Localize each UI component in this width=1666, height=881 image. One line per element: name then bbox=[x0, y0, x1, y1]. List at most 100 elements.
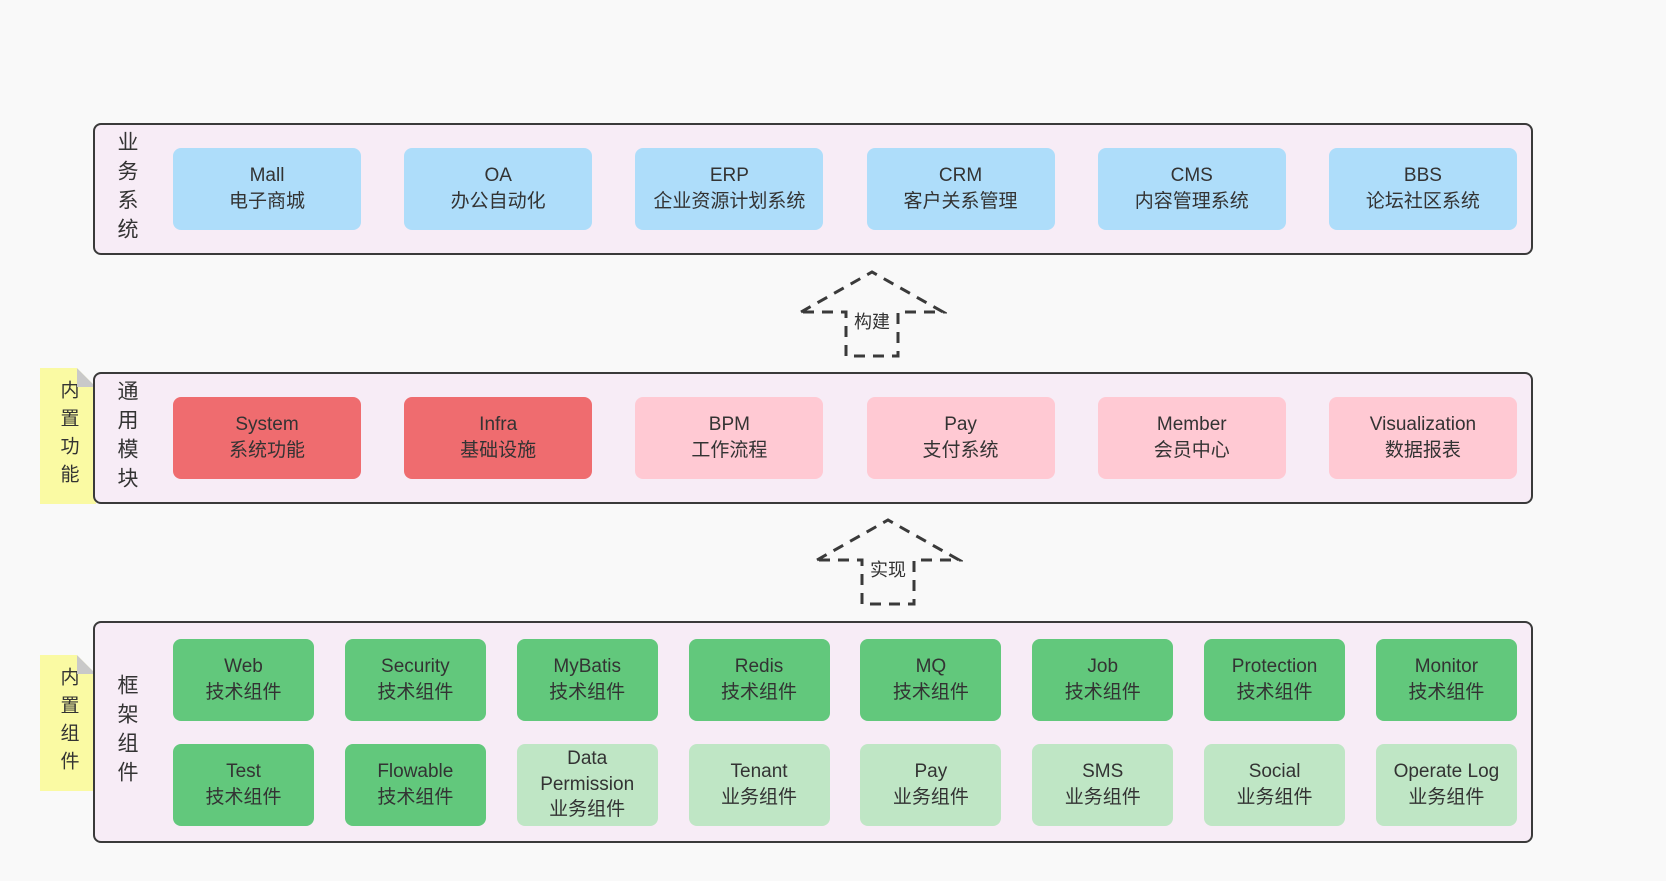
box-protection: Protection 技术组件 bbox=[1204, 638, 1346, 721]
box-oa: OA 办公自动化 bbox=[404, 148, 593, 230]
box-name: MyBatis bbox=[553, 655, 621, 677]
box-desc: 系统功能 bbox=[228, 440, 305, 461]
box-cms: CMS 内容管理系统 bbox=[1097, 148, 1286, 230]
box-bbs: BBS 论坛社区系统 bbox=[1328, 148, 1517, 230]
box-name: Flowable bbox=[377, 760, 454, 782]
sticky-note-label: 内置组件 bbox=[57, 667, 79, 779]
box-desc: 技术组件 bbox=[1064, 681, 1141, 703]
arrow-build-shape bbox=[797, 270, 947, 358]
box-desc: 业务组件 bbox=[892, 786, 969, 808]
box-desc: 数据报表 bbox=[1384, 440, 1461, 461]
tech-components-row: Web 技术组件 Security 技术组件 MyBatis 技术组件 Redi… bbox=[173, 638, 1517, 721]
box-name: Test bbox=[226, 760, 261, 782]
box-desc: 业务组件 bbox=[1408, 786, 1485, 808]
box-system: System 系统功能 bbox=[173, 397, 361, 479]
box-name: OA bbox=[484, 165, 512, 187]
arrow-build-label: 构建 bbox=[854, 312, 890, 332]
common-modules-row: System 系统功能 Infra 基础设施 BPM 工作流程 Pay 支付系统… bbox=[147, 397, 1517, 479]
arrow-implement-shape bbox=[813, 518, 963, 606]
box-mybatis: MyBatis 技术组件 bbox=[516, 638, 658, 721]
box-name: BBS bbox=[1403, 165, 1442, 187]
box-test: Test 技术组件 bbox=[173, 743, 314, 826]
box-name: Data Permission bbox=[540, 748, 635, 795]
business-systems-row: Mall 电子商城 OA 办公自动化 ERP 企业资源计划系统 CRM 客户关系… bbox=[147, 148, 1517, 230]
box-web: Web 技术组件 bbox=[173, 638, 314, 721]
box-name: Protection bbox=[1231, 655, 1318, 677]
box-desc: 业务组件 bbox=[549, 799, 626, 821]
box-name: ERP bbox=[709, 165, 749, 187]
box-name: Security bbox=[381, 655, 450, 677]
common-modules-panel: 通用模块 System 系统功能 Infra 基础设施 BPM 工作流程 Pay… bbox=[93, 372, 1533, 504]
box-name: CRM bbox=[938, 165, 983, 187]
box-name: CMS bbox=[1170, 165, 1213, 187]
box-name: Social bbox=[1248, 760, 1301, 782]
box-name: SMS bbox=[1082, 760, 1124, 782]
box-name: BPM bbox=[708, 414, 750, 436]
framework-components-rows: Web 技术组件 Security 技术组件 MyBatis 技术组件 Redi… bbox=[147, 638, 1517, 826]
box-data-permission: Data Permission 业务组件 bbox=[516, 743, 658, 826]
arrow-implement: 实现 bbox=[813, 518, 963, 606]
box-desc: 技术组件 bbox=[721, 681, 798, 703]
box-infra: Infra 基础设施 bbox=[404, 397, 593, 479]
box-desc: 会员中心 bbox=[1153, 440, 1230, 461]
box-name: Operate Log bbox=[1393, 760, 1500, 782]
box-desc: 办公自动化 bbox=[450, 191, 546, 212]
box-desc: 客户关系管理 bbox=[903, 191, 1018, 212]
box-job: Job 技术组件 bbox=[1032, 638, 1174, 721]
box-bpm: BPM 工作流程 bbox=[635, 397, 824, 479]
box-desc: 支付系统 bbox=[922, 440, 999, 461]
box-desc: 技术组件 bbox=[205, 786, 282, 808]
biz-components-row: Test 技术组件 Flowable 技术组件 Data Permission … bbox=[173, 743, 1517, 826]
box-name: Redis bbox=[734, 655, 784, 677]
box-member: Member 会员中心 bbox=[1097, 397, 1286, 479]
box-desc: 业务组件 bbox=[1236, 786, 1313, 808]
box-name: Monitor bbox=[1414, 655, 1479, 677]
box-mq: MQ 技术组件 bbox=[860, 638, 1002, 721]
business-systems-panel: 业务系统 Mall 电子商城 OA 办公自动化 ERP 企业资源计划系统 CRM… bbox=[93, 123, 1533, 255]
box-desc: 技术组件 bbox=[377, 681, 454, 703]
box-desc: 技术组件 bbox=[892, 681, 969, 703]
box-desc: 技术组件 bbox=[377, 786, 454, 808]
box-desc: 技术组件 bbox=[1408, 681, 1485, 703]
box-monitor: Monitor 技术组件 bbox=[1375, 638, 1517, 721]
box-name: Web bbox=[224, 655, 263, 677]
box-social: Social 业务组件 bbox=[1204, 743, 1346, 826]
box-redis: Redis 技术组件 bbox=[688, 638, 830, 721]
sticky-note-builtin-components: 内置组件 bbox=[40, 655, 96, 791]
box-flowable: Flowable 技术组件 bbox=[344, 743, 486, 826]
box-name: Job bbox=[1087, 655, 1119, 677]
box-visualization: Visualization 数据报表 bbox=[1328, 397, 1517, 479]
sticky-note-label: 内置功能 bbox=[57, 380, 79, 492]
box-desc: 技术组件 bbox=[205, 681, 282, 703]
box-desc: 电子商城 bbox=[228, 191, 305, 212]
box-mall: Mall 电子商城 bbox=[173, 148, 361, 230]
arrow-build: 构建 bbox=[797, 270, 947, 358]
panel-label-business-systems: 业务系统 bbox=[115, 131, 138, 247]
box-name: Mall bbox=[249, 165, 285, 187]
box-desc: 业务组件 bbox=[1064, 786, 1141, 808]
box-name: Pay bbox=[944, 414, 977, 436]
box-desc: 技术组件 bbox=[549, 681, 626, 703]
box-name: Visualization bbox=[1369, 414, 1477, 436]
panel-label-common-modules: 通用模块 bbox=[115, 380, 138, 496]
box-name: Tenant bbox=[730, 760, 788, 782]
box-operate-log: Operate Log 业务组件 bbox=[1375, 743, 1517, 826]
box-erp: ERP 企业资源计划系统 bbox=[635, 148, 824, 230]
framework-components-panel: 框架组件 Web 技术组件 Security 技术组件 MyBatis 技术组件… bbox=[93, 621, 1533, 843]
box-security: Security 技术组件 bbox=[344, 638, 486, 721]
box-desc: 技术组件 bbox=[1236, 681, 1313, 703]
sticky-note-builtin-features: 内置功能 bbox=[40, 368, 96, 504]
box-desc: 基础设施 bbox=[460, 440, 537, 461]
arrow-implement-label: 实现 bbox=[870, 560, 906, 580]
box-sms: SMS 业务组件 bbox=[1032, 743, 1174, 826]
box-crm: CRM 客户关系管理 bbox=[866, 148, 1055, 230]
box-desc: 工作流程 bbox=[691, 440, 768, 461]
panel-label-framework-components: 框架组件 bbox=[115, 674, 138, 790]
box-name: MQ bbox=[915, 655, 947, 677]
box-name: System bbox=[235, 414, 299, 436]
box-desc: 业务组件 bbox=[721, 786, 798, 808]
box-tenant: Tenant 业务组件 bbox=[688, 743, 830, 826]
box-desc: 企业资源计划系统 bbox=[653, 191, 806, 212]
box-name: Pay bbox=[914, 760, 948, 782]
